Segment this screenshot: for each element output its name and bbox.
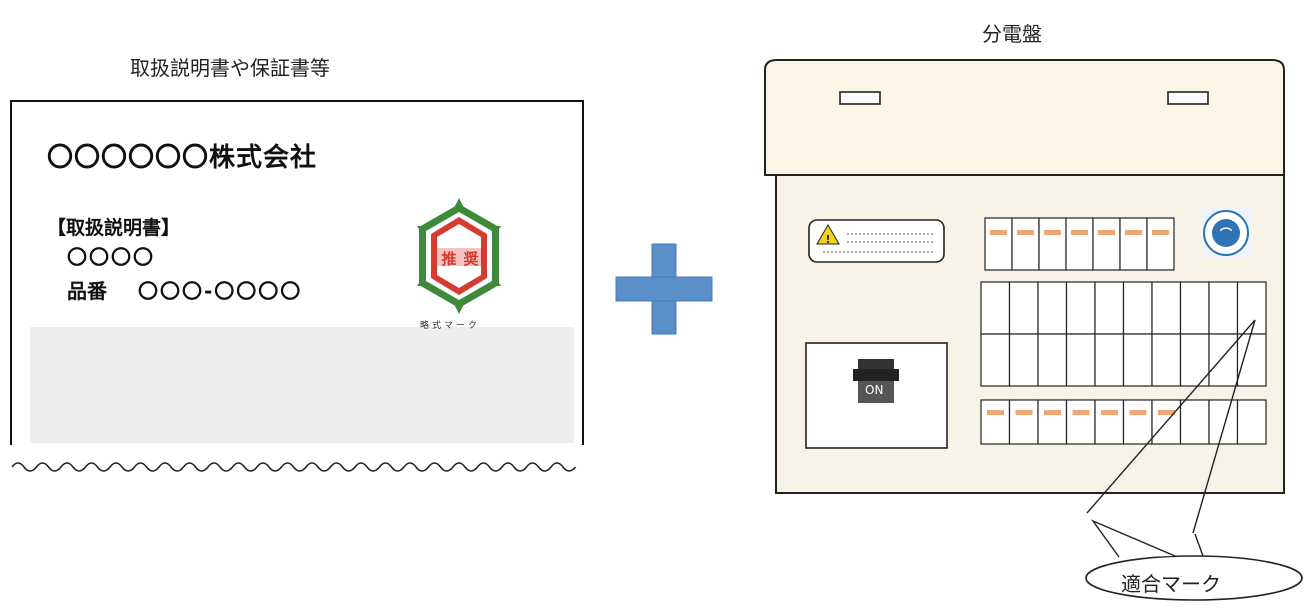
breaker (1119, 217, 1148, 271)
breaker (980, 281, 1011, 335)
breaker (1236, 333, 1267, 387)
breaker (984, 217, 1013, 271)
board-caption: 分電盤 (982, 22, 1042, 46)
breaker (1122, 399, 1153, 445)
breaker (1122, 333, 1153, 387)
product-name: 〇〇〇〇 (67, 245, 155, 269)
breaker (1038, 217, 1067, 271)
document-gray-area (30, 327, 574, 443)
model-number-value: 〇〇〇-〇〇〇〇 (138, 279, 303, 303)
switch-on-label: ON (865, 383, 884, 397)
wavy-cut-line (8, 452, 588, 482)
breaker (1208, 399, 1239, 445)
document-caption: 取扱説明書や保証書等 (130, 56, 330, 80)
breaker (1008, 281, 1039, 335)
breaker (1151, 281, 1182, 335)
breaker (1065, 281, 1096, 335)
breaker (1037, 281, 1068, 335)
breaker (1151, 333, 1182, 387)
breaker (1208, 281, 1239, 335)
recommended-mark-icon: 推 奨 (413, 196, 505, 316)
distribution-board: ! ⌒ (755, 58, 1305, 607)
breaker (1008, 399, 1039, 445)
breaker (1146, 217, 1175, 271)
breaker (1094, 281, 1125, 335)
breaker (1122, 281, 1153, 335)
mark-caption: 略式マーク (420, 321, 481, 331)
breaker (980, 399, 1011, 445)
company-name: 〇〇〇〇〇〇株式会社 (47, 143, 318, 173)
mark-char-2: 奨 (463, 250, 479, 268)
breaker (1094, 399, 1125, 445)
breaker (1065, 333, 1096, 387)
breaker (1179, 399, 1210, 445)
manual-section-heading: 【取扱説明書】 (47, 217, 181, 239)
svg-text:!: ! (825, 233, 830, 246)
breaker (1236, 281, 1267, 335)
model-number-label: 品番 (67, 279, 107, 303)
svg-text:⌒: ⌒ (1219, 226, 1232, 241)
breaker (1065, 399, 1096, 445)
mark-char-1: 推 (441, 250, 456, 268)
breaker (1208, 333, 1239, 387)
breaker (1094, 333, 1125, 387)
conformity-mark-callout: 適合マーク (1121, 572, 1221, 596)
breaker (1037, 333, 1068, 387)
breaker (1236, 399, 1267, 445)
breaker (1092, 217, 1121, 271)
breaker (1037, 399, 1068, 445)
breaker (1008, 333, 1039, 387)
plus-icon (614, 242, 714, 336)
breaker (1179, 281, 1210, 335)
breaker (1065, 217, 1094, 271)
breaker (980, 333, 1011, 387)
breaker (1011, 217, 1040, 271)
